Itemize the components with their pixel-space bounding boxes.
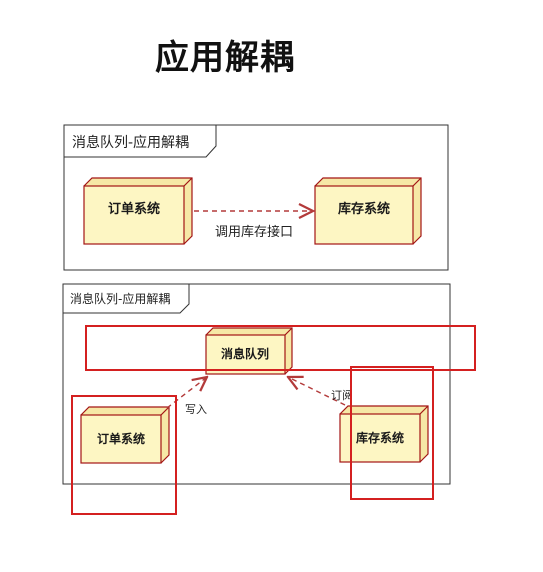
edge-write-label: 写入	[185, 403, 207, 416]
edge-subscribe-label: 订阅	[331, 389, 353, 402]
node-order-system: 订单系统	[80, 406, 170, 464]
node-order-label: 订单系统	[97, 431, 145, 446]
node-inventory-system: 库存系统	[314, 177, 422, 245]
node-order-system: 订单系统	[83, 177, 193, 245]
node-queue-label: 消息队列	[221, 346, 269, 361]
frame-tab-label: 消息队列-应用解耦	[70, 291, 170, 306]
highlight-overlays	[71, 325, 476, 515]
edge-subscribe	[288, 377, 346, 406]
frame-tab	[62, 283, 190, 314]
highlight-box-inventory	[350, 366, 434, 500]
highlight-box-queue	[85, 325, 476, 371]
frame-tab-label: 消息队列-应用解耦	[72, 134, 189, 151]
node-inventory-system: 库存系统	[339, 405, 429, 463]
highlight-box-order	[71, 395, 177, 515]
frame-tab	[63, 124, 217, 158]
node-inventory-label: 库存系统	[356, 430, 404, 445]
node-message-queue: 消息队列	[205, 327, 293, 375]
node-inventory-label: 库存系统	[338, 201, 390, 217]
edge-call-inventory-label: 调用库存接口	[215, 224, 293, 240]
node-order-label: 订单系统	[108, 201, 160, 217]
frame-direct-call: 消息队列-应用解耦 订单系统 库存系统 调用库存接口	[63, 124, 449, 271]
frame-message-queue: 消息队列-应用解耦 消息队列 订单系统 库存系统 写入 订阅	[62, 283, 451, 485]
page-title: 应用解耦	[155, 38, 295, 78]
